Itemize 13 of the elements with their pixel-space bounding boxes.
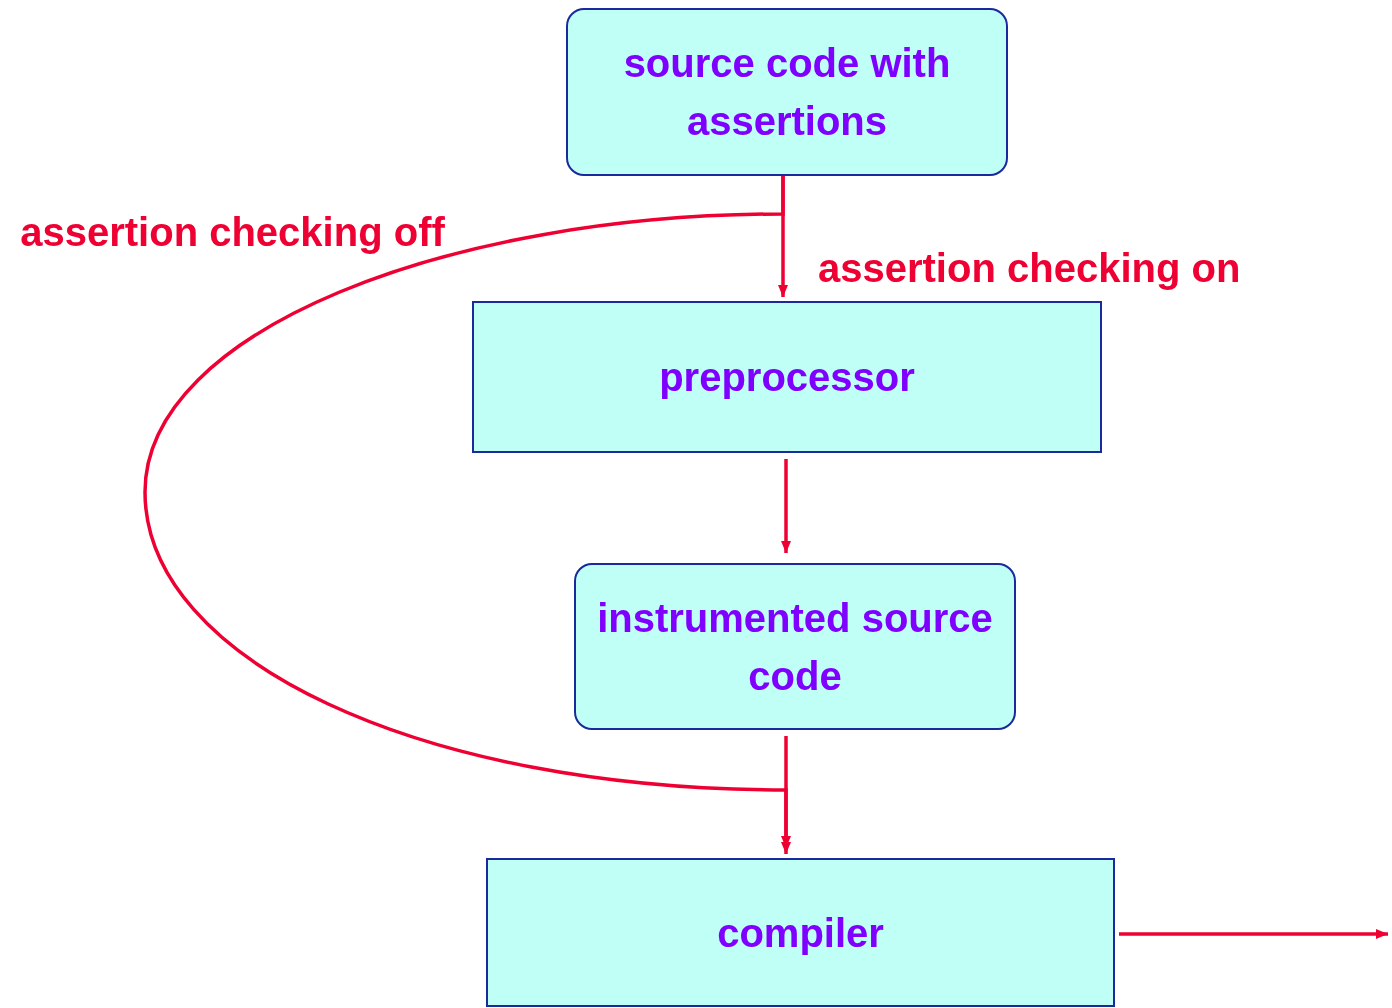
- arrow: [143, 176, 791, 854]
- arrow: [1119, 929, 1388, 939]
- box-label: preprocessor: [658, 354, 916, 401]
- edge-label: assertion checking on: [818, 245, 1242, 292]
- arrow: [781, 459, 791, 553]
- box-label: source code with assertions: [622, 40, 952, 145]
- edge-label: assertion checking off: [19, 209, 446, 256]
- box-label: compiler: [716, 909, 885, 957]
- box-label: instrumented source code: [596, 594, 994, 700]
- process-box: [574, 563, 1016, 730]
- process-box: [486, 858, 1115, 1007]
- process-box: [566, 8, 1008, 176]
- process-box: [472, 301, 1102, 453]
